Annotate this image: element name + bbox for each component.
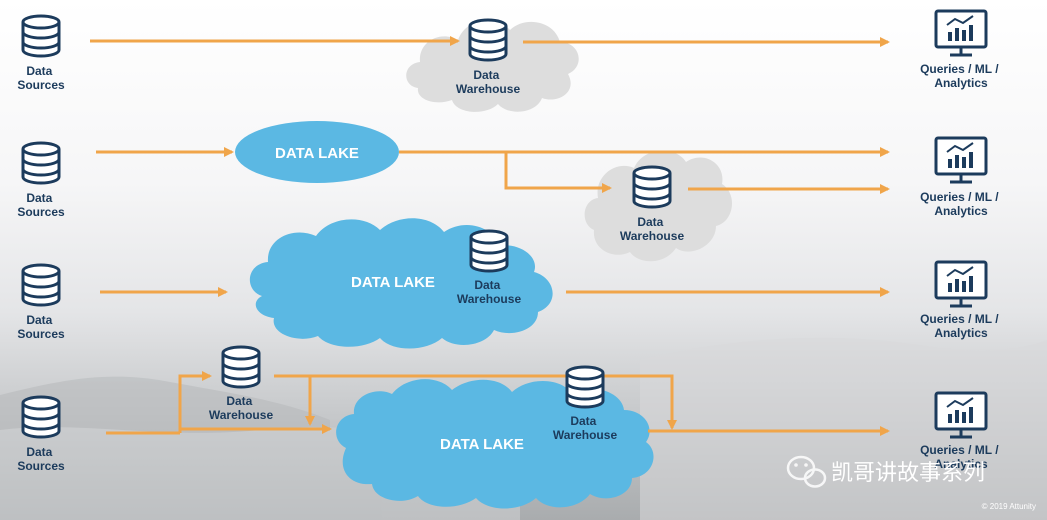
row-3: DATA LAKE Data Sources Data Warehouse Qu… — [17, 218, 1002, 349]
database-icon — [21, 141, 61, 185]
database-icon — [21, 395, 61, 439]
arrow — [504, 152, 612, 193]
source-label: Data Sources — [17, 64, 65, 92]
database-icon — [468, 18, 508, 62]
source-label: Data Sources — [17, 445, 65, 473]
database-icon — [21, 14, 61, 58]
watermark-text: 凯哥讲故事系列 — [831, 460, 985, 485]
warehouse-label: Data Warehouse — [457, 278, 522, 306]
copyright-text: © 2019 Attunity — [982, 502, 1036, 511]
database-icon — [469, 229, 509, 273]
analytics-monitor-icon — [934, 136, 988, 184]
analytics-monitor-icon — [934, 260, 988, 308]
row-2: DATA LAKE Data Sources Data Warehouse Qu… — [17, 121, 1002, 262]
row-4: DATA LAKE Data Sources Data Warehouse Da… — [17, 345, 1002, 509]
data-lake-cloud — [336, 379, 654, 509]
target-label: Queries / ML / Analytics — [920, 190, 1002, 218]
target-label: Queries / ML / Analytics — [920, 312, 1002, 340]
database-icon — [565, 365, 605, 409]
source-label: Data Sources — [17, 191, 65, 219]
arrow — [274, 374, 677, 430]
target-label: Queries / ML / Analytics — [920, 443, 1002, 471]
arrow — [178, 371, 212, 433]
target-label: Queries / ML / Analytics — [920, 62, 1002, 90]
analytics-monitor-icon — [934, 9, 988, 57]
lake-label: DATA LAKE — [275, 145, 359, 162]
wechat-icon — [786, 455, 827, 488]
wechat-watermark: 凯哥讲故事系列 — [786, 455, 985, 488]
database-icon — [221, 345, 261, 389]
database-icon — [632, 165, 672, 209]
source-label: Data Sources — [17, 313, 65, 341]
lake-label: DATA LAKE — [351, 274, 435, 291]
database-icon — [21, 263, 61, 307]
analytics-monitor-icon — [934, 391, 988, 439]
lake-warehouse-label: Data Warehouse — [553, 414, 618, 442]
data-lake-ellipse — [235, 121, 399, 183]
warehouse-label: Data Warehouse — [620, 215, 685, 243]
warehouse-label: Data Warehouse — [209, 394, 274, 422]
row-1: Data Sources Data Warehouse Queries / ML… — [17, 9, 1002, 112]
warehouse-label: Data Warehouse — [456, 68, 521, 96]
lake-label: DATA LAKE — [440, 436, 524, 453]
